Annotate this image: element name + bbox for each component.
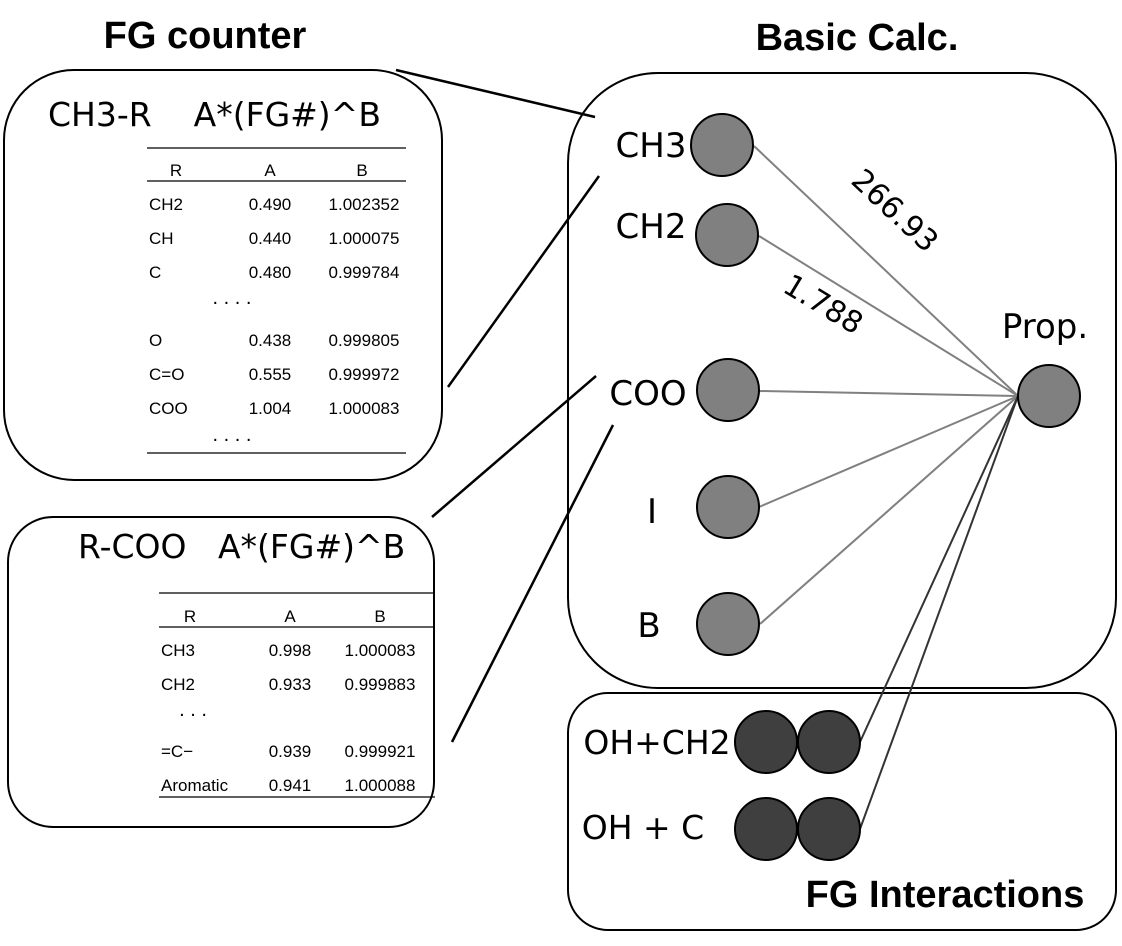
node-b xyxy=(696,592,760,656)
table2-cell: CH2 xyxy=(161,675,195,694)
connector-box1-bottom xyxy=(446,175,601,388)
node-oh-ch2-b xyxy=(797,710,861,774)
table1-ellipsis: . . . . xyxy=(213,424,252,446)
connector-box1-top xyxy=(395,68,596,119)
node-coo xyxy=(696,358,760,422)
fg-interactions-box xyxy=(567,692,1117,931)
table1-title: CH3-R A*(FG#)^B xyxy=(48,95,381,134)
table1-ellipsis: . . . . xyxy=(213,287,252,309)
edge-i-prop xyxy=(758,395,1019,508)
edge-ch2-prop xyxy=(758,235,1019,397)
table1-cell: 0.490 xyxy=(249,195,292,214)
table1-header-b: B xyxy=(356,161,367,180)
table1-row: C 0.480 0.999784 xyxy=(149,263,399,282)
table2-cell: CH3 xyxy=(161,641,195,660)
table2-cell: 0.939 xyxy=(269,742,312,761)
fg-counter-heading: FG counter xyxy=(104,15,307,57)
table2-header-b: B xyxy=(374,607,385,626)
basic-calc-heading: Basic Calc. xyxy=(756,17,959,59)
table1-cell: 0.999784 xyxy=(329,263,400,282)
fg-counter-box-ch3 xyxy=(3,69,443,481)
fg-counter-box-coo xyxy=(7,516,435,828)
table1-cell: C=O xyxy=(149,365,184,384)
node-oh-c-a xyxy=(734,797,798,861)
table1-header-r: R xyxy=(170,161,182,180)
node-oh-ch2-a xyxy=(734,710,798,774)
table2-cell: 1.000083 xyxy=(345,641,416,660)
table1-cell: 0.440 xyxy=(249,229,292,248)
node-ch3 xyxy=(690,113,754,177)
table1-cell: C xyxy=(149,263,161,282)
table2-cell: 0.999921 xyxy=(345,742,416,761)
table2-cell: 1.000088 xyxy=(345,776,416,795)
table1-cell: 1.004 xyxy=(249,399,292,418)
edge-coo-prop xyxy=(758,390,1019,397)
table1-row: CH 0.440 1.000075 xyxy=(149,229,399,248)
table1-row: C=O 0.555 0.999972 xyxy=(149,365,399,384)
table2-cell: 0.933 xyxy=(269,675,312,694)
table2-cell: Aromatic xyxy=(161,776,229,795)
table2-cell: 0.998 xyxy=(269,641,312,660)
table1-cell: 1.000083 xyxy=(329,399,400,418)
edge-oh-c-prop xyxy=(859,395,1019,830)
table1-cell: 0.999972 xyxy=(329,365,400,384)
label-oh-ch2: OH+CH2 xyxy=(583,723,730,762)
table1-cell: 0.555 xyxy=(249,365,292,384)
table1-row: O 0.438 0.999805 xyxy=(149,331,399,350)
table2-header-a: A xyxy=(284,607,296,626)
table2-header-r: R xyxy=(184,607,196,626)
table1-cell: 1.002352 xyxy=(329,195,400,214)
label-prop: Prop. xyxy=(1002,307,1088,347)
label-coo: COO xyxy=(609,374,686,414)
table1-cell: 0.438 xyxy=(249,331,292,350)
table1-row: CH2 0.490 1.002352 xyxy=(149,195,399,214)
table1-header-a: A xyxy=(264,161,276,180)
table2-cell: 0.999883 xyxy=(345,675,416,694)
weight-ch2-prop: 1.788 xyxy=(777,268,869,342)
table1-cell: COO xyxy=(149,399,188,418)
table1-cell: 1.000075 xyxy=(329,229,400,248)
connector-box2-top xyxy=(431,375,597,518)
fg-interactions-heading: FG Interactions xyxy=(806,874,1085,916)
table1-cell: O xyxy=(149,331,162,350)
edge-oh-ch2-prop xyxy=(859,395,1019,743)
label-oh-c: OH + C xyxy=(582,808,704,847)
edge-ch3-prop xyxy=(753,145,1019,397)
node-ch2 xyxy=(695,203,759,267)
table2-row: Aromatic 0.941 1.000088 xyxy=(161,776,415,795)
table2-row: =C− 0.939 0.999921 xyxy=(161,742,415,761)
basic-calc-box xyxy=(567,72,1117,689)
table1-cell: CH xyxy=(149,229,174,248)
table1-row: COO 1.004 1.000083 xyxy=(149,399,399,418)
edge-b-prop xyxy=(759,395,1019,625)
table1-cell: 0.480 xyxy=(249,263,292,282)
table1-cell: 0.999805 xyxy=(329,331,400,350)
table2-cell: 0.941 xyxy=(269,776,312,795)
table2-cell: =C− xyxy=(161,742,193,761)
table2-row: CH3 0.998 1.000083 xyxy=(161,641,415,660)
table2-row: CH2 0.933 0.999883 xyxy=(161,675,415,694)
node-i xyxy=(696,475,760,539)
label-b: B xyxy=(637,606,660,646)
node-oh-c-b xyxy=(797,797,861,861)
connector-box2-bottom xyxy=(450,424,615,743)
table2-title: R-COO A*(FG#)^B xyxy=(78,527,405,566)
label-i: I xyxy=(647,492,657,532)
label-ch3: CH3 xyxy=(616,126,687,166)
table1-cell: CH2 xyxy=(149,195,183,214)
label-ch2: CH2 xyxy=(616,207,687,247)
node-prop xyxy=(1017,364,1081,428)
table2-ellipsis: . . . xyxy=(179,699,207,721)
